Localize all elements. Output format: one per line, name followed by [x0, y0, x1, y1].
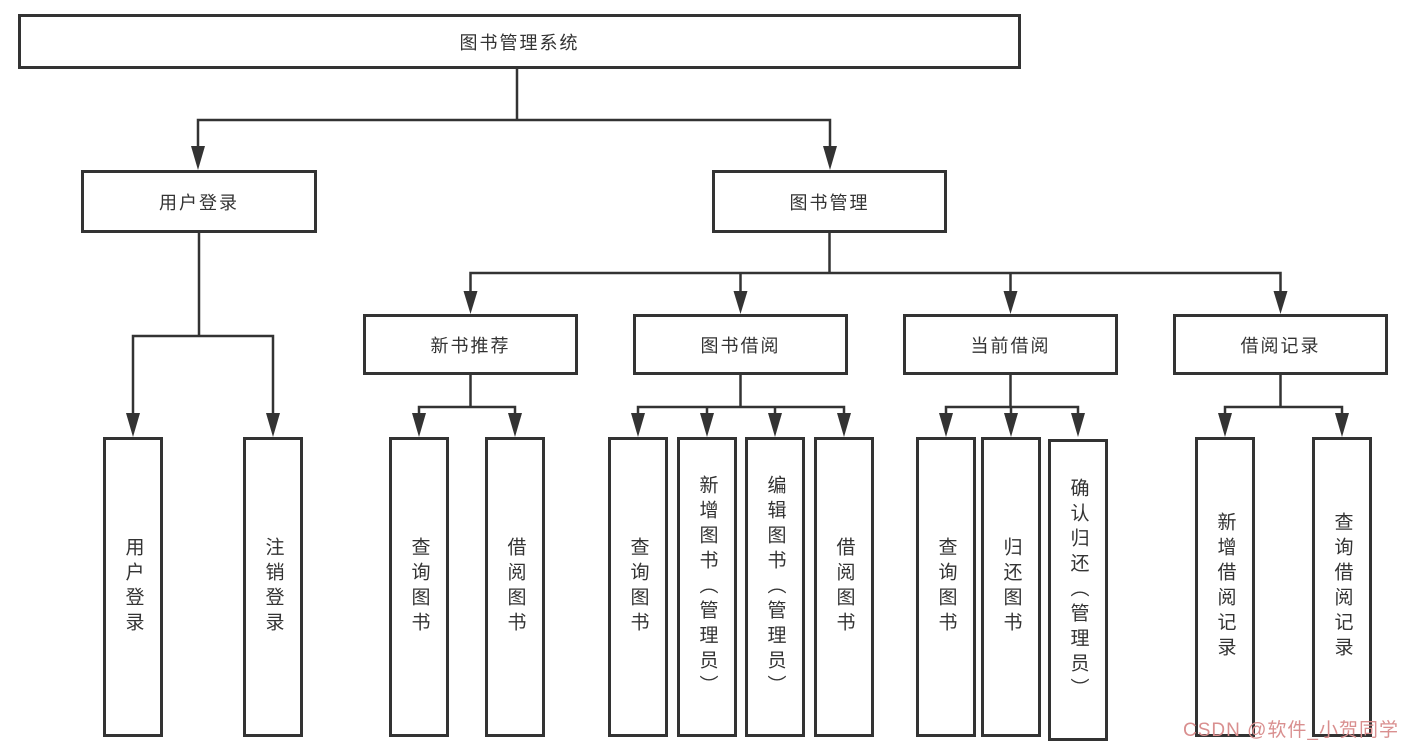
arrowhead-icon	[939, 413, 953, 437]
leaf-query-borrow-record: 查询借阅记录	[1312, 437, 1372, 737]
node-label: 图书管理系统	[459, 32, 580, 53]
node-borrowing-records: 借阅记录	[1173, 314, 1388, 375]
arrowhead-icon	[191, 146, 205, 170]
node-book-borrowing: 图书借阅	[633, 314, 848, 375]
arrowhead-icon	[1218, 413, 1232, 437]
leaf-return-books: 归还图书	[981, 437, 1041, 737]
node-label: 图书借阅	[700, 335, 781, 356]
leaf-query-books-recommend: 查询图书	[389, 437, 449, 737]
leaf-query-books-current: 查询图书	[916, 437, 976, 737]
leaf-label: 新增借阅记录	[1214, 512, 1236, 662]
node-label: 新书推荐	[430, 335, 511, 356]
node-label: 借阅记录	[1240, 335, 1321, 356]
leaf-label: 编辑图书（管理员）	[764, 474, 786, 700]
leaf-user-login: 用户登录	[103, 437, 163, 737]
node-book-management: 图书管理	[712, 170, 947, 233]
arrowhead-icon	[631, 413, 645, 437]
node-label: 用户登录	[159, 192, 239, 213]
arrowhead-icon	[412, 413, 426, 437]
arrowhead-icon	[266, 413, 280, 437]
arrowhead-icon	[1004, 413, 1018, 437]
connector-recommend-bar	[417, 405, 517, 415]
leaf-label: 借阅图书	[504, 537, 526, 637]
leaf-borrow-books-recommend: 借阅图书	[485, 437, 545, 737]
arrowhead-icon	[1071, 413, 1085, 437]
leaf-confirm-return-admin: 确认归还（管理员）	[1048, 439, 1108, 741]
node-current-borrowing: 当前借阅	[903, 314, 1118, 375]
arrowhead-icon	[1273, 291, 1288, 314]
arrowhead-icon	[126, 413, 140, 437]
connector-borrowing-bar	[636, 405, 846, 415]
node-user-login: 用户登录	[81, 170, 317, 233]
arrowhead-icon	[463, 291, 478, 314]
arrowhead-icon	[733, 291, 748, 314]
arrowhead-icon	[508, 413, 522, 437]
leaf-add-borrow-record: 新增借阅记录	[1195, 437, 1255, 737]
arrowhead-icon	[1335, 413, 1349, 437]
node-label: 当前借阅	[970, 335, 1051, 356]
leaf-label: 确认归还（管理员）	[1067, 477, 1089, 703]
connector-root-bar	[196, 118, 832, 148]
leaf-label: 用户登录	[122, 537, 144, 637]
leaf-label: 查询图书	[627, 537, 649, 637]
node-new-book-recommendation: 新书推荐	[363, 314, 578, 375]
node-label: 图书管理	[789, 192, 870, 213]
connector-book-mgmt-bar	[469, 271, 1282, 293]
arrowhead-icon	[1003, 291, 1018, 314]
leaf-borrow-books-borrowing: 借阅图书	[814, 437, 874, 737]
arrowhead-icon	[823, 146, 837, 170]
node-library-management-system: 图书管理系统	[18, 14, 1021, 69]
connector-records-bar	[1223, 405, 1344, 415]
leaf-label: 注销登录	[262, 537, 284, 637]
arrowhead-icon	[837, 413, 851, 437]
leaf-label: 借阅图书	[833, 537, 855, 637]
leaf-label: 查询借阅记录	[1331, 512, 1353, 662]
leaf-label: 查询图书	[935, 537, 957, 637]
leaf-logout: 注销登录	[243, 437, 303, 737]
leaf-query-books-borrowing: 查询图书	[608, 437, 668, 737]
leaf-label: 归还图书	[1000, 537, 1022, 637]
leaf-label: 新增图书（管理员）	[696, 474, 718, 700]
arrowhead-icon	[768, 413, 782, 437]
connector-user-login-bar	[131, 334, 275, 414]
leaf-edit-books-admin: 编辑图书（管理员）	[745, 437, 805, 737]
watermark: CSDN @软件_小贺同学	[1183, 720, 1399, 741]
arrowhead-icon	[700, 413, 714, 437]
leaf-add-books-admin: 新增图书（管理员）	[677, 437, 737, 737]
leaf-label: 查询图书	[408, 537, 430, 637]
